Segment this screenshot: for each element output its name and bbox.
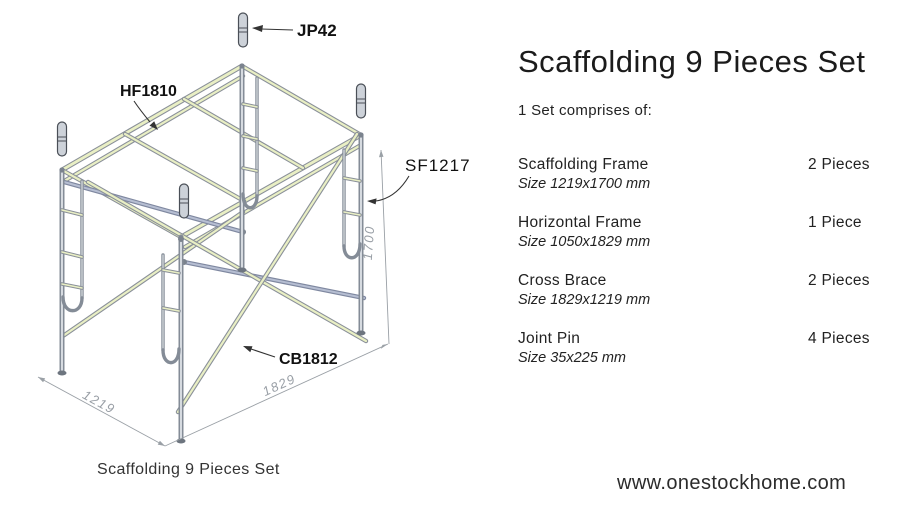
scaffolding-frame-left: [57, 63, 364, 444]
part-name: Horizontal Frame: [518, 214, 642, 231]
label-scaffolding-frame: SF1217: [405, 156, 471, 175]
dimension-height: 1700: [360, 225, 377, 261]
page-title: Scaffolding 9 Pieces Set: [518, 44, 866, 79]
part-size: Size 1219x1700 mm: [518, 176, 651, 192]
joint-pin-icon: [56, 121, 68, 157]
joint-pin-icon: [237, 12, 249, 48]
label-joint-pin: JP42: [297, 21, 337, 40]
part-name: Scaffolding Frame: [518, 156, 649, 173]
info-panel: Scaffolding 9 Pieces Set 1 Set comprises…: [518, 44, 915, 387]
label-cross-brace: CB1812: [279, 351, 338, 368]
part-size: Size 1050x1829 mm: [518, 234, 651, 250]
set-subtitle: 1 Set comprises of:: [518, 102, 653, 119]
parts-list-item: Horizontal Frame 1 Piece Size 1050x1829 …: [518, 213, 915, 252]
horizontal-frame: [59, 63, 364, 250]
parts-list-item: Cross Brace 2 Pieces Size 1829x1219 mm: [518, 271, 915, 310]
dimension-lines: 1219 1829 1700: [37, 149, 390, 447]
dimension-depth: 1829: [260, 371, 298, 399]
scaffolding-isometric-diagram: 1219 1829 1700 JP42 HF1810 SF1217 CB1812: [37, 12, 471, 447]
joint-pin-icon: [355, 83, 367, 119]
cross-braces: [60, 131, 369, 415]
diagram-caption: Scaffolding 9 Pieces Set: [97, 461, 280, 478]
website-url: www.onestockhome.com: [617, 472, 847, 494]
joint-pin-icon: [178, 183, 190, 219]
label-horizontal-frame: HF1810: [120, 83, 177, 100]
part-labels: JP42 HF1810 SF1217 CB1812: [120, 21, 471, 368]
part-name: Cross Brace: [518, 272, 607, 289]
part-size: Size 35x225 mm: [518, 350, 626, 366]
part-quantity: 1 Piece: [808, 214, 862, 231]
part-quantity: 2 Pieces: [808, 156, 870, 173]
dimension-width: 1219: [80, 387, 118, 417]
parts-list-item: Joint Pin 4 Pieces Size 35x225 mm: [518, 329, 915, 368]
part-quantity: 2 Pieces: [808, 272, 870, 289]
scaffolding-frame-right: [237, 63, 366, 336]
part-name: Joint Pin: [518, 330, 581, 347]
joint-pins: [56, 12, 367, 219]
part-size: Size 1829x1219 mm: [518, 292, 651, 308]
part-quantity: 4 Pieces: [808, 330, 870, 347]
parts-list-item: Scaffolding Frame 2 Pieces Size 1219x170…: [518, 155, 915, 194]
parts-list: Scaffolding Frame 2 Pieces Size 1219x170…: [518, 155, 915, 368]
